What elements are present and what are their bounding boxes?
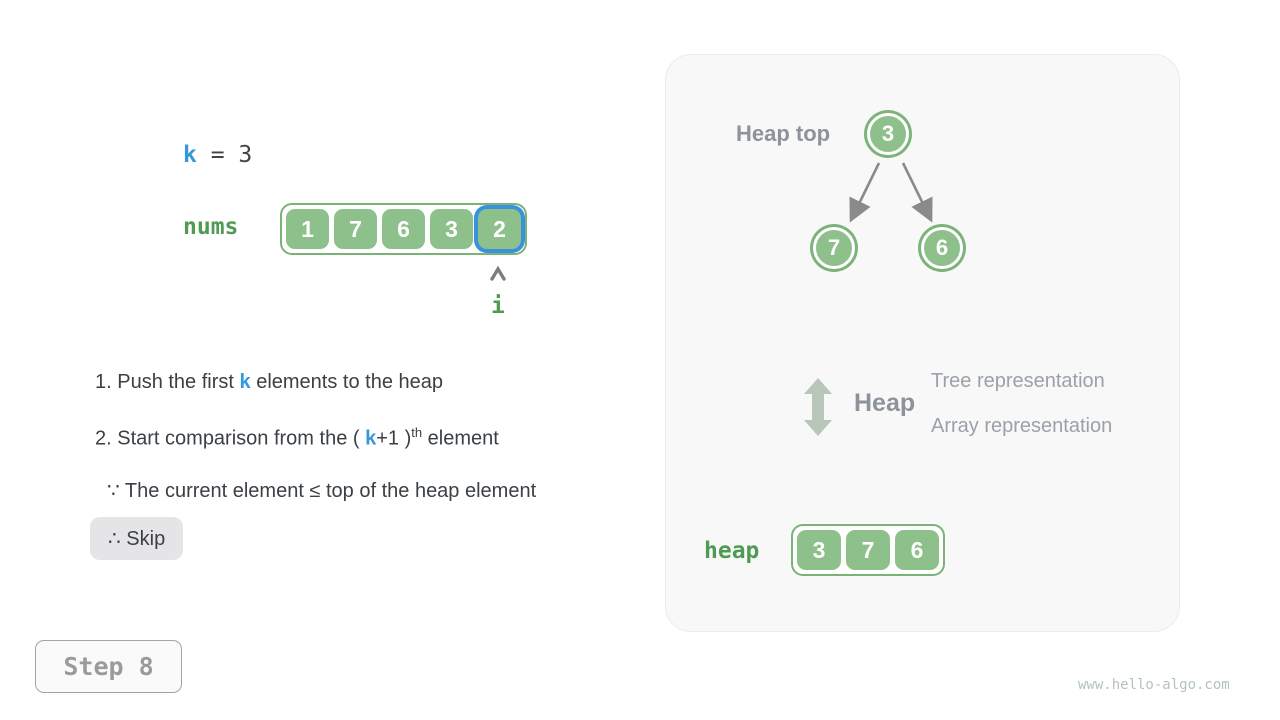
pointer-label: i	[491, 293, 505, 319]
instruction-line-1: 1. Push the first k elements to the heap	[95, 371, 443, 394]
tree-representation-label: Tree representation	[931, 370, 1105, 392]
website-watermark: www.hello-algo.com	[1078, 677, 1230, 693]
nums-cell: 6	[382, 209, 425, 249]
instruction-text: element	[422, 427, 499, 450]
k-variable: k	[365, 427, 377, 450]
heap-array: 3 7 6	[791, 524, 945, 576]
instruction-line-2: 2. Start comparison from the ( k+1 )th e…	[95, 425, 499, 451]
heap-panel: Heap top 3 7 6 Heap Tree representation …	[665, 54, 1180, 632]
tree-node-right-child: 6	[921, 227, 963, 269]
therefore-skip-badge: ∴ Skip	[90, 517, 184, 560]
instruction-text: elements to the heap	[250, 371, 443, 393]
nums-cell: 1	[286, 209, 329, 249]
nums-cell-current: 2	[478, 209, 521, 249]
because-clause: ∵ The current element ≤ top of the heap …	[107, 480, 537, 502]
nums-cell: 3	[430, 209, 473, 249]
heap-cell: 3	[797, 530, 841, 570]
array-representation-label: Array representation	[931, 415, 1113, 437]
heap-cell: 7	[846, 530, 890, 570]
instruction-text: 2. Start comparison from the (	[95, 427, 366, 450]
heap-legend-title: Heap	[854, 389, 916, 417]
heap-cell: 6	[895, 530, 939, 570]
up-down-arrow-icon	[804, 378, 832, 436]
k-variable: k	[183, 142, 197, 168]
tree-edges	[849, 162, 933, 223]
nums-cell: 7	[334, 209, 377, 249]
heap-top-label: Heap top	[736, 121, 831, 146]
step-indicator: Step 8	[35, 640, 182, 693]
pointer-caret-icon	[490, 266, 506, 281]
instruction-text: +1 )	[376, 427, 412, 450]
tree-node-root: 3	[867, 113, 909, 155]
instruction-text: 1. Push the first	[95, 371, 240, 393]
heap-array-label: heap	[704, 538, 760, 564]
k-assignment: k = 3	[183, 142, 252, 168]
k-value: = 3	[196, 142, 253, 168]
ordinal-superscript: th	[411, 425, 423, 440]
nums-array: 1 7 6 3 2	[280, 203, 527, 255]
tree-node-left-child: 7	[813, 227, 855, 269]
nums-label: nums	[183, 214, 239, 240]
k-variable: k	[239, 371, 251, 393]
